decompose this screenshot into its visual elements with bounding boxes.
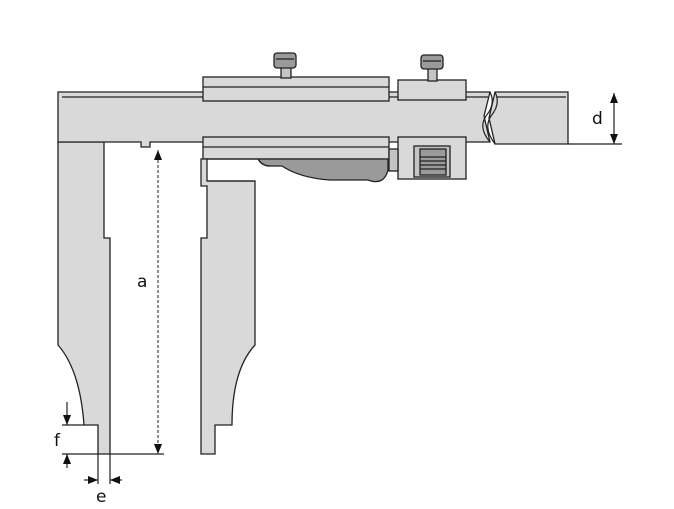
fixed-jaw <box>57 141 111 455</box>
slider-body <box>207 158 389 183</box>
dim-a-arrow-bottom <box>154 444 162 454</box>
dim-e-arrow-left <box>88 476 98 484</box>
main-beam <box>57 91 491 148</box>
movable-jaw <box>200 158 256 455</box>
slider-bottom <box>202 136 390 160</box>
fine-adjust-link <box>388 148 399 172</box>
dim-a-label: a <box>137 272 147 292</box>
dim-f-arrow-top <box>63 415 71 425</box>
dim-d-arrow-bottom <box>610 134 618 144</box>
slider-top <box>202 76 390 102</box>
fine-screw-stem <box>427 67 438 82</box>
beam-break-mark-2 <box>487 91 498 145</box>
dim-e-label: e <box>96 487 106 507</box>
dim-f-arrow-bottom <box>63 454 71 464</box>
fine-screw-icon <box>420 54 444 70</box>
dim-d-label: d <box>592 109 603 129</box>
beam-continuation <box>488 91 569 145</box>
beam-break-mark <box>482 91 493 143</box>
dim-d-arrow-top <box>610 93 618 103</box>
dim-a-arrow-top <box>154 150 162 160</box>
locking-screw-icon <box>273 52 297 69</box>
slider-notch <box>257 158 271 167</box>
locking-screw-stem <box>280 66 292 79</box>
adjust-wheel-icon <box>419 148 447 176</box>
dim-f-label: f <box>54 431 61 451</box>
fine-adjust-top <box>397 79 467 101</box>
dim-e-arrow-right <box>110 476 120 484</box>
